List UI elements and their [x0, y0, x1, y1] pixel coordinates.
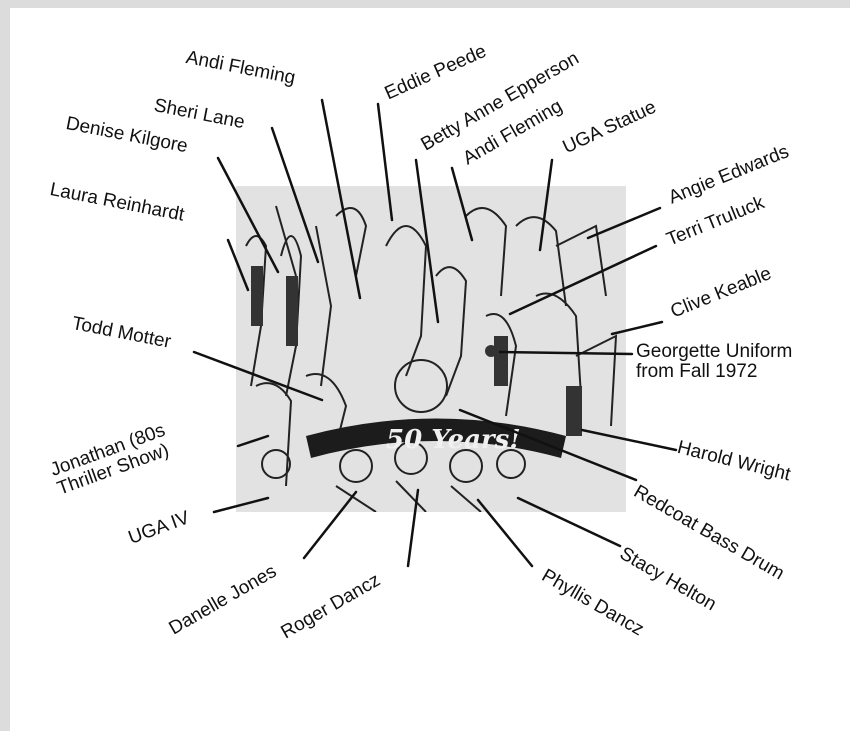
poster-illustration: 50 Years!	[236, 186, 626, 512]
label-georgette-uniform-line2: from Fall 1972	[636, 362, 792, 382]
label-georgette-uniform: Georgette Uniform from Fall 1972	[636, 342, 792, 382]
banner-text: 50 Years!	[386, 425, 521, 455]
label-georgette-uniform-line1: Georgette Uniform	[636, 342, 792, 362]
